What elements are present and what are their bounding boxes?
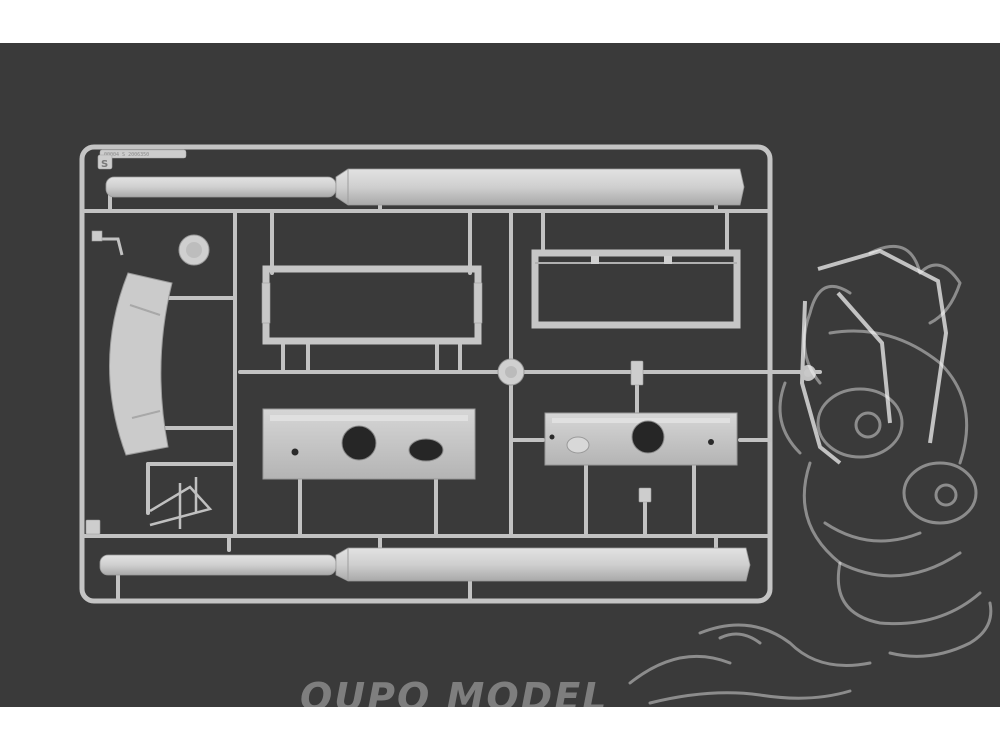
bottom-gun-barrel [99, 547, 751, 582]
sprue-runners [82, 180, 822, 601]
wire-handle-part [149, 477, 213, 529]
sprue-code-text: 00004 S 2006350 [104, 152, 149, 158]
small-tab-parts [85, 360, 652, 535]
watermark-logo [628, 244, 993, 705]
rectangular-frame-part-left [261, 265, 483, 345]
sprue-center-hub [497, 358, 525, 386]
small-bracket-part [91, 230, 124, 256]
box-panel-part-right [544, 412, 738, 466]
top-gun-barrel [105, 168, 745, 206]
rectangular-frame-part-right [531, 249, 741, 329]
sprue-letter: S [101, 159, 108, 170]
curved-fender-part [109, 272, 173, 456]
box-panel-part-left [262, 408, 476, 480]
kit-photo: 00004 S 2006350 S [0, 43, 1000, 707]
sprue-tag: 00004 S 2006350 S [97, 149, 187, 170]
second-sprue-edge [799, 248, 949, 465]
round-cap-part [178, 234, 210, 266]
sprue-drawing: 00004 S 2006350 S [79, 144, 949, 604]
watermark-brand-text: OUPO MODEL [300, 675, 609, 707]
